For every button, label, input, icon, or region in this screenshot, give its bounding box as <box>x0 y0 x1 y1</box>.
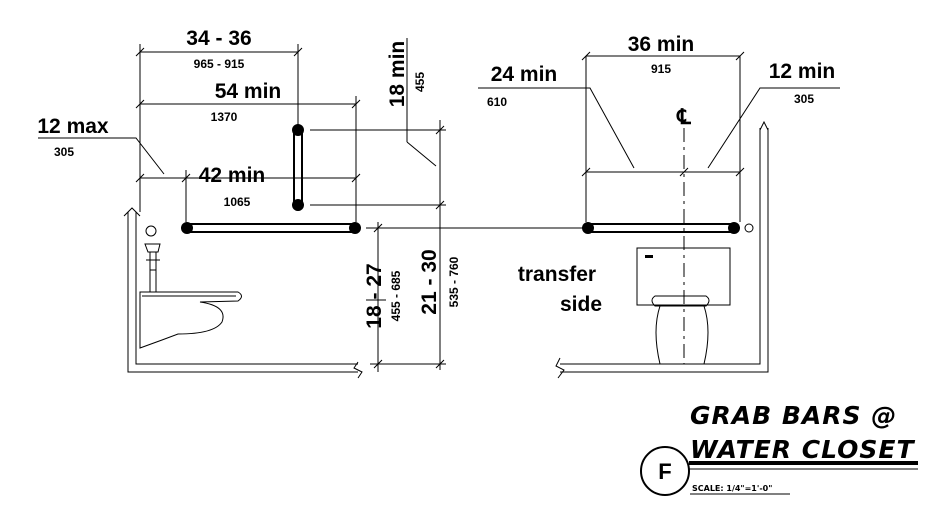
dim-21-30-mm: 535 - 760 <box>447 256 461 307</box>
dim-24-min-mm: 610 <box>487 95 507 109</box>
rear-wall <box>555 120 769 379</box>
side-view: 34 - 36 965 - 915 54 min 1370 12 max 305… <box>37 27 586 379</box>
title-line-2: WATER CLOSET <box>690 435 915 464</box>
title-line-1: GRAB BARS @ <box>690 401 897 430</box>
horizontal-grab-bar <box>181 222 361 234</box>
dim-42-min: 42 min <box>199 164 266 187</box>
rear-dimension-lines <box>478 51 840 222</box>
dim-21-30: 21 - 30 <box>418 249 441 314</box>
transfer-label: transfer <box>518 263 596 286</box>
dim-42-min-mm: 1065 <box>224 195 251 209</box>
side-wall <box>123 207 363 379</box>
dim-18-27-mm: 455 - 685 <box>389 270 403 321</box>
title-letter: F <box>658 459 671 484</box>
title-block: F GRAB BARS @ WATER CLOSET SCALE: 1/4"=1… <box>640 401 918 496</box>
dim-36-min: 36 min <box>628 33 695 56</box>
dim-34-36: 34 - 36 <box>186 27 251 50</box>
dim-12-min-mm: 305 <box>794 92 814 106</box>
dim-36-min-mm: 915 <box>651 62 671 76</box>
dim-18-min-mm: 455 <box>413 72 427 92</box>
vertical-grab-bar <box>292 124 304 211</box>
dim-12-max: 12 max <box>37 115 109 138</box>
side-label: side <box>560 293 602 316</box>
centerline-symbol: ℄ <box>676 106 691 129</box>
rear-view: ℄ 36 min 915 24 min 610 12 min 305 trans… <box>478 33 840 379</box>
title-scale: SCALE: 1/4"=1'-0" <box>692 484 772 493</box>
dim-18-27: 18 - 27 <box>363 263 386 328</box>
side-dimension-lines <box>38 38 586 372</box>
dim-12-max-mm: 305 <box>54 145 74 159</box>
dim-18-min: 18 min <box>386 41 409 108</box>
dim-54-min: 54 min <box>215 80 282 103</box>
dim-24-min: 24 min <box>491 63 558 86</box>
dim-34-36-mm: 965 - 915 <box>194 57 245 71</box>
rear-grab-bar <box>582 222 754 234</box>
toilet-side-profile <box>139 225 242 349</box>
dim-12-min: 12 min <box>769 60 836 83</box>
dim-54-min-mm: 1370 <box>211 110 238 124</box>
